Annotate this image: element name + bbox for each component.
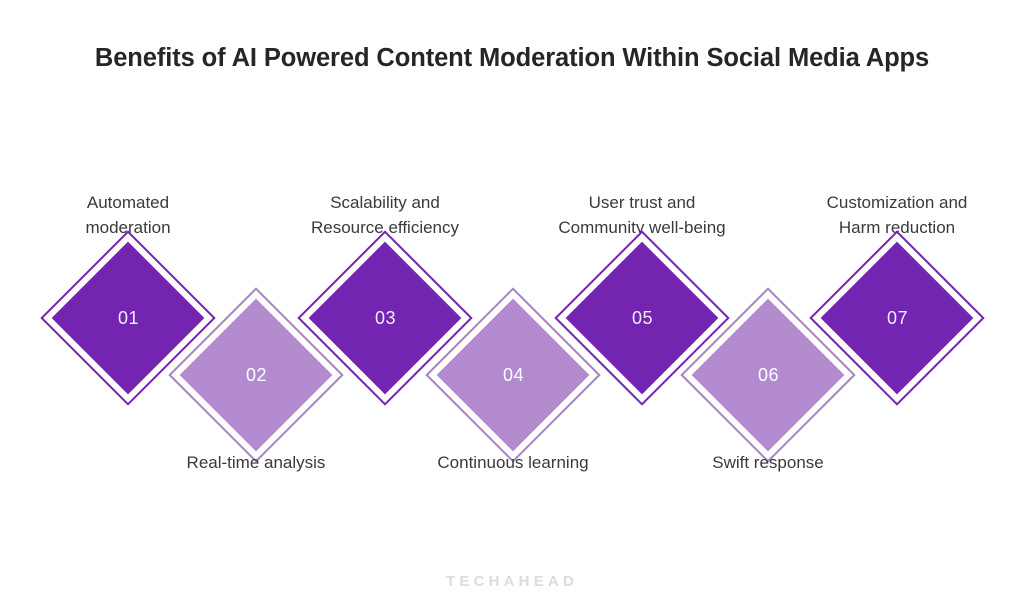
diamond-number-05: 05 [631,308,654,328]
diamond-node-02[interactable]: 02 [168,287,344,463]
diamond-node-03[interactable]: 03 [297,230,473,406]
caption-05: User trust and Community well-being [558,193,726,237]
diamond-number-06: 06 [757,365,780,385]
caption-03: Scalability and Resource efficiency [310,193,460,237]
diamond-number-07: 07 [886,308,909,328]
caption-06: Swift response [712,453,824,472]
page-title: Benefits of AI Powered Content Moderatio… [94,44,930,72]
caption-04: Continuous learning [437,453,589,472]
diamond-node-06[interactable]: 06 [680,287,856,463]
diamond-node-04[interactable]: 04 [425,287,601,463]
diamond-number-01: 01 [117,308,140,328]
caption-07: Customization and Harm reduction [826,193,968,237]
techahead-watermark: TECHAHEAD [446,573,578,590]
diamond-number-04: 04 [502,365,525,385]
diamond-node-07[interactable]: 07 [809,230,985,406]
caption-02: Real-time analysis [186,453,326,472]
diamond-node-05[interactable]: 05 [554,230,730,406]
diamond-number-02: 02 [245,365,268,385]
diamond-node-01[interactable]: 01 [40,230,216,406]
caption-01: Automated moderation [85,193,171,237]
diamond-number-03: 03 [374,308,397,328]
